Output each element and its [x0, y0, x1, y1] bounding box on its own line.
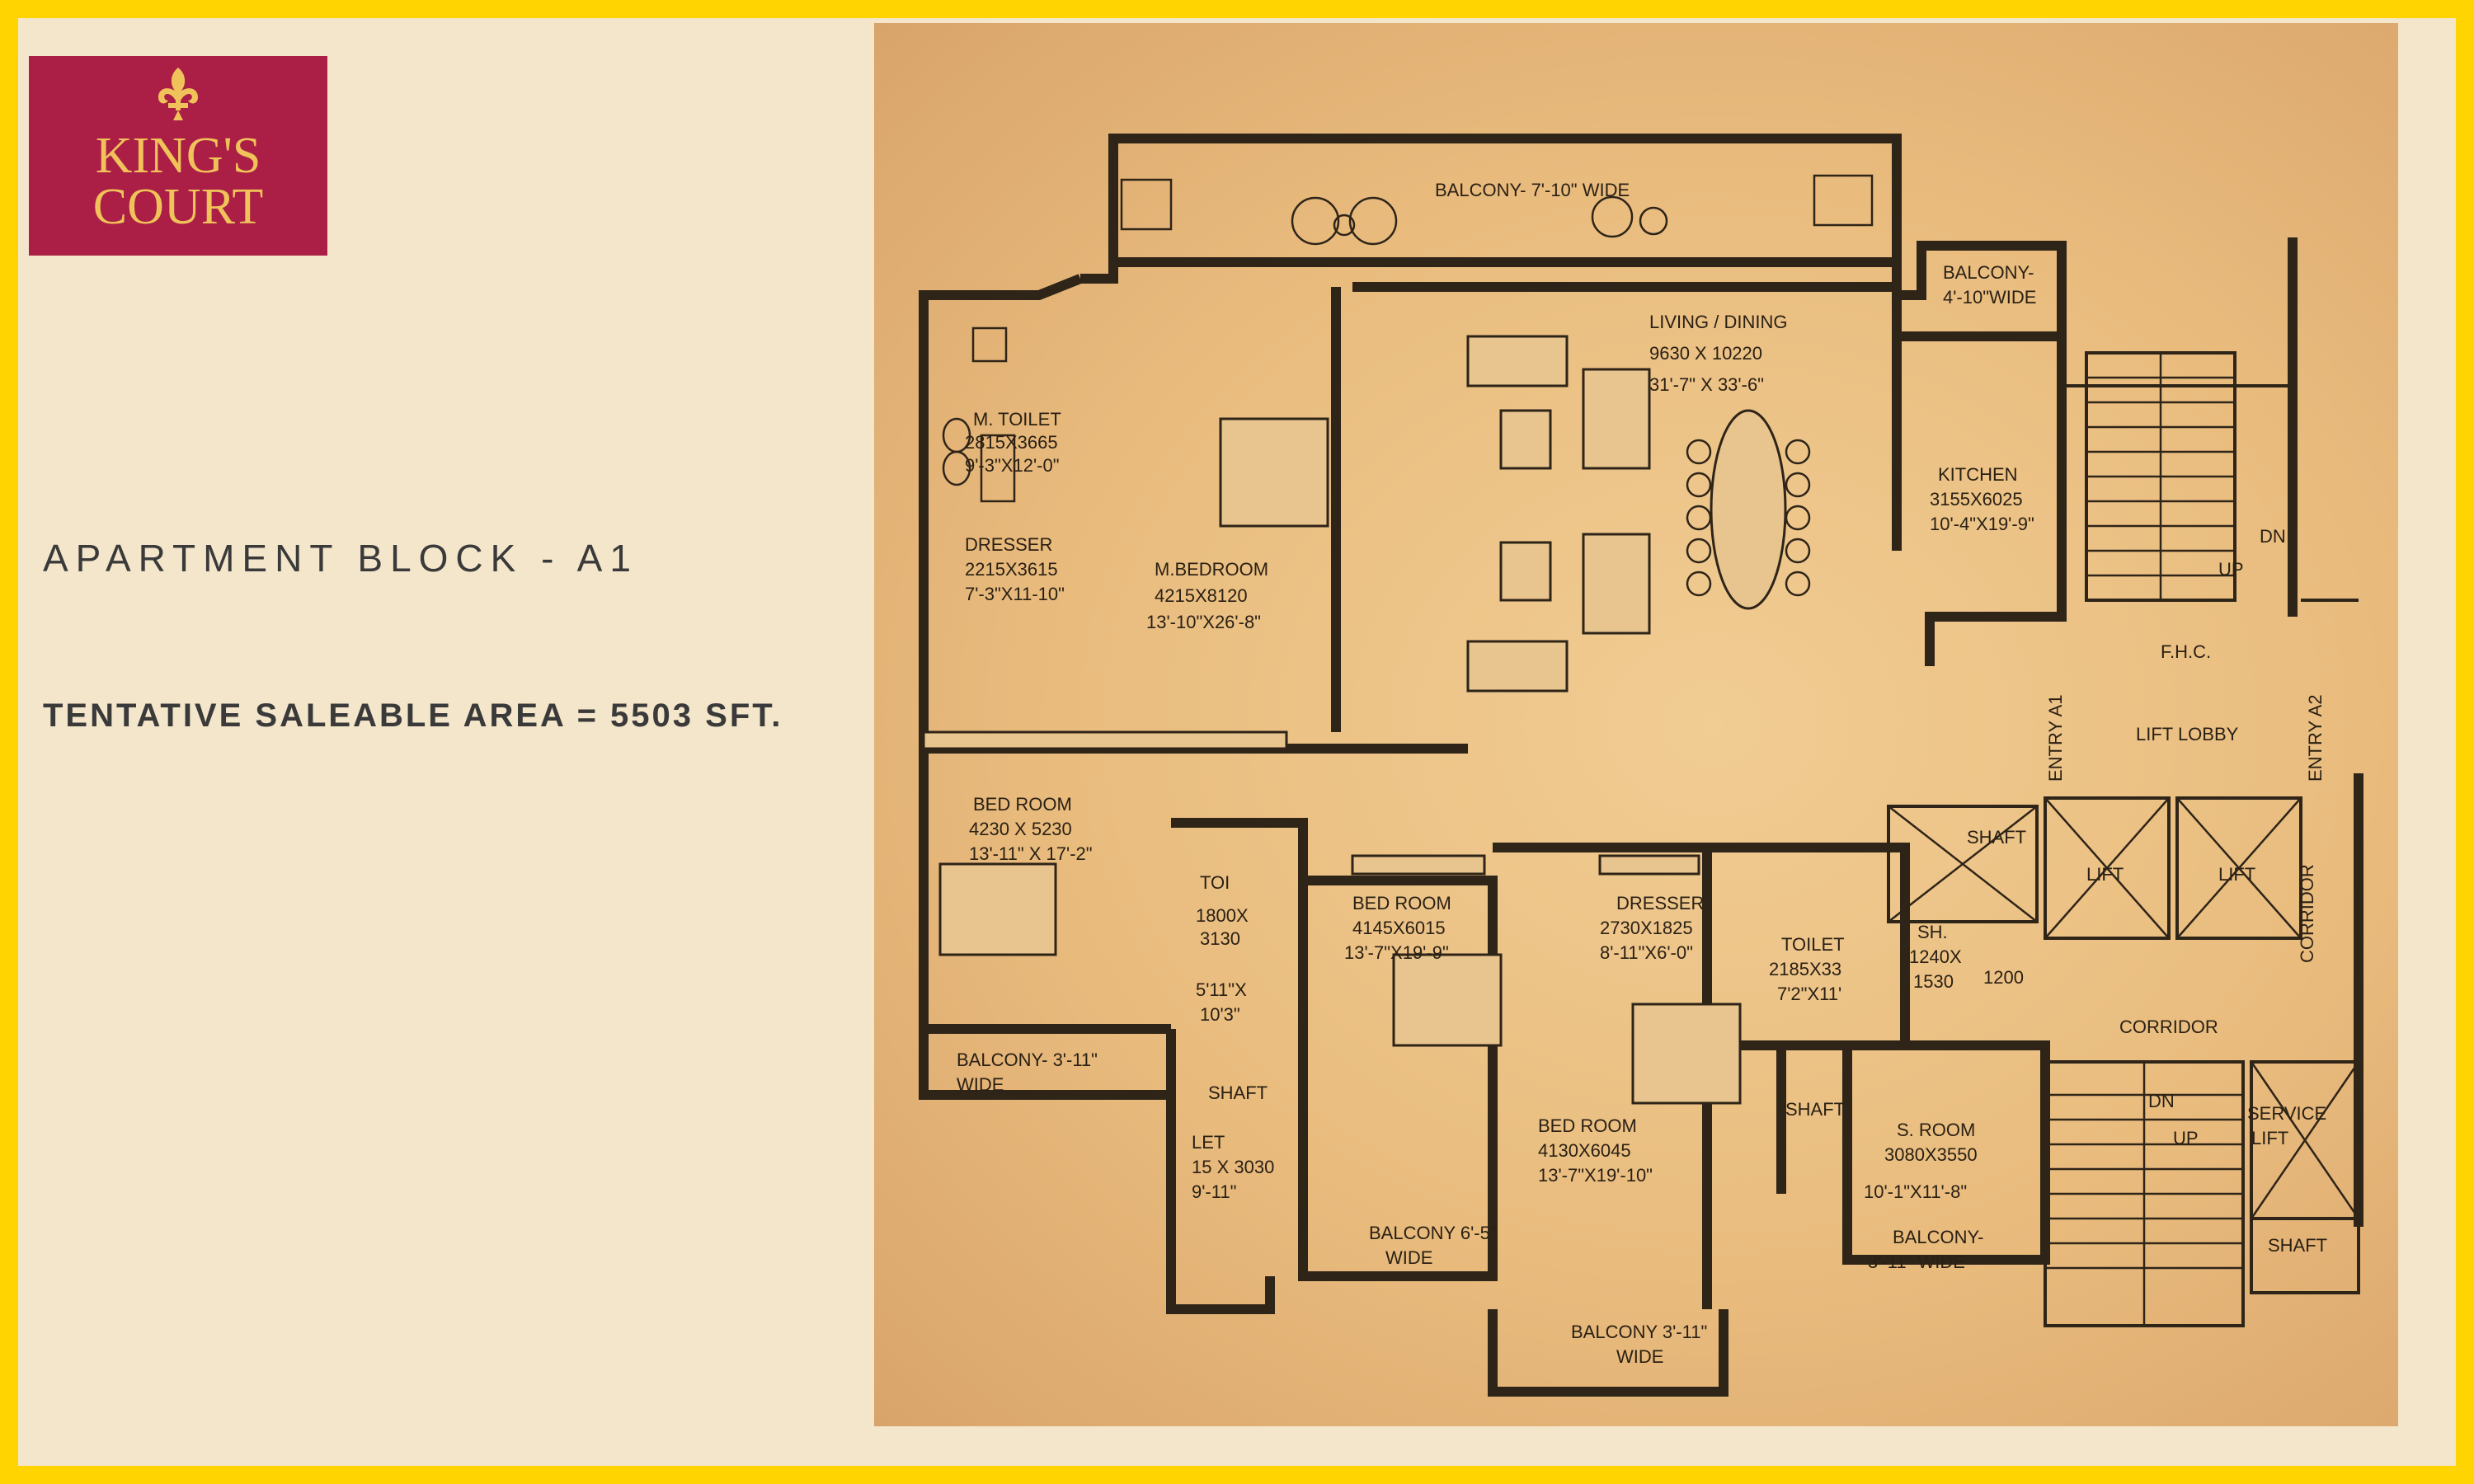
label-balcony-mid-2: WIDE — [1385, 1247, 1432, 1268]
label-toilet2-ft: 7'2"X11' — [1777, 984, 1841, 1004]
label-toilet1-ft2: 10'3" — [1200, 1004, 1240, 1025]
label-dresser2-ft: 8'-11"X6'-0" — [1600, 942, 1693, 963]
label-balcony-bed1-1: BALCONY- 3'-11" — [957, 1050, 1098, 1070]
label-living-mm: 9630 X 10220 — [1649, 343, 1762, 364]
label-1200: 1200 — [1983, 967, 2024, 988]
label-toilet3-ft: 9'-11" — [1192, 1181, 1236, 1202]
label-living-ft: 31'-7" X 33'-6" — [1649, 374, 1764, 395]
label-toilet3-name: LET — [1192, 1132, 1225, 1153]
label-corridor-horizontal: CORRIDOR — [2119, 1017, 2218, 1037]
label-toilet3-mm: 15 X 3030 — [1192, 1157, 1274, 1177]
label-m-bedroom-ft: 13'-10"X26'-8" — [1146, 612, 1261, 632]
label-bedroom2-name: BED ROOM — [1352, 893, 1451, 913]
label-bedroom1-ft: 13'-11" X 17'-2" — [969, 843, 1093, 864]
label-kitchen-name: KITCHEN — [1938, 464, 2018, 485]
label-m-toilet-mm: 2815X3665 — [965, 432, 1058, 453]
logo-line1: KING'S — [95, 128, 261, 184]
label-balcony-top: BALCONY- 7'-10" WIDE — [1435, 180, 1630, 200]
label-service-lift-1: SERVICE — [2247, 1103, 2326, 1124]
label-bedroom1-name: BED ROOM — [973, 794, 1072, 815]
label-sh-mm2: 1530 — [1913, 971, 1954, 992]
label-shaft-2: SHAFT — [1208, 1082, 1268, 1103]
label-lift-lobby: LIFT LOBBY — [2136, 724, 2239, 744]
label-dresser2-name: DRESSER — [1616, 893, 1704, 913]
label-shaft-3: SHAFT — [1785, 1099, 1845, 1120]
label-lift-2: LIFT — [2218, 864, 2255, 885]
label-kitchen-ft: 10'-4"X19'-9" — [1930, 514, 2034, 534]
fleur-de-lis-icon — [158, 68, 198, 120]
label-dresser1-name: DRESSER — [965, 534, 1052, 555]
plan-furniture — [922, 174, 2360, 1326]
floor-plan-drawing: BALCONY- 7'-10" WIDE LIVING / DINING 963… — [919, 134, 2363, 1397]
floor-plan: BALCONY- 7'-10" WIDE LIVING / DINING 963… — [874, 23, 2398, 1426]
label-toilet2-name: TOILET — [1781, 934, 1845, 955]
label-s-room-mm: 3080X3550 — [1884, 1144, 1978, 1165]
label-shaft-1: SHAFT — [1967, 827, 2026, 848]
label-living-name: LIVING / DINING — [1649, 312, 1787, 332]
saleable-area: TENTATIVE SALEABLE AREA = 5503 SFT. — [43, 697, 783, 734]
label-bedroom3-mm: 4130X6045 — [1538, 1140, 1631, 1161]
label-dn-1: DN — [2260, 526, 2286, 547]
label-balcony-kitchen-2: 4'-10"WIDE — [1943, 287, 2036, 308]
label-balcony-mid-1: BALCONY 6'-5" — [1369, 1223, 1497, 1243]
logo-line2: COURT — [92, 179, 264, 235]
label-bedroom2-mm: 4145X6015 — [1352, 918, 1446, 938]
label-dresser1-mm: 2215X3615 — [965, 559, 1058, 580]
label-sh-mm1: 1240X — [1909, 946, 1962, 967]
label-toilet1-mm1: 1800X — [1196, 905, 1249, 926]
label-bedroom3-name: BED ROOM — [1538, 1115, 1637, 1136]
kings-court-logo: KING'S COURT — [29, 56, 327, 256]
label-up-1: UP — [2218, 559, 2244, 580]
label-balcony-kitchen-1: BALCONY- — [1943, 262, 2034, 283]
label-dresser1-ft: 7'-3"X11-10" — [965, 584, 1065, 604]
label-lift-1: LIFT — [2086, 864, 2124, 885]
label-balcony-bottom-2: WIDE — [1616, 1346, 1663, 1367]
label-m-bedroom-name: M.BEDROOM — [1155, 559, 1268, 580]
page-title: APARTMENT BLOCK - A1 — [43, 537, 638, 580]
label-bedroom3-ft: 13'-7"X19'-10" — [1538, 1165, 1653, 1186]
label-entry-a1: ENTRY A1 — [2045, 694, 2066, 782]
label-up-2: UP — [2173, 1128, 2199, 1148]
label-m-toilet-ft: 9'-3"X12'-0" — [965, 455, 1060, 476]
label-s-room-ft: 10'-1"X11'-8" — [1864, 1181, 1967, 1202]
label-toilet1-mm2: 3130 — [1200, 928, 1240, 949]
label-m-toilet-name: M. TOILET — [973, 409, 1061, 430]
label-m-bedroom-mm: 4215X8120 — [1155, 585, 1248, 606]
label-s-room-name: S. ROOM — [1897, 1120, 1975, 1140]
label-corridor-vertical: CORRIDOR — [2297, 864, 2317, 963]
label-toilet2-mm: 2185X33 — [1769, 959, 1841, 979]
label-dresser2-mm: 2730X1825 — [1600, 918, 1693, 938]
label-bedroom1-mm: 4230 X 5230 — [969, 819, 1072, 839]
label-entry-a2: ENTRY A2 — [2305, 694, 2326, 782]
label-sh-name: SH. — [1917, 922, 1948, 942]
label-kitchen-mm: 3155X6025 — [1930, 489, 2023, 510]
label-dn-2: DN — [2148, 1091, 2175, 1111]
label-balcony-sroom-1: BALCONY- — [1893, 1227, 1983, 1247]
label-toilet1-ft1: 5'11"X — [1196, 979, 1247, 1000]
label-balcony-bottom-1: BALCONY 3'-11" — [1571, 1322, 1707, 1342]
label-shaft-4: SHAFT — [2268, 1235, 2327, 1256]
label-fhc: F.H.C. — [2161, 641, 2211, 662]
label-balcony-bed1-2: WIDE — [957, 1074, 1004, 1095]
label-bedroom2-ft: 13'-7"X19'-9" — [1344, 942, 1449, 963]
label-balcony-sroom-2: 3'-11" WIDE — [1868, 1252, 1965, 1272]
label-toilet1-name: TOI — [1200, 872, 1230, 893]
label-service-lift-2: LIFT — [2251, 1128, 2288, 1148]
plan-labels: BALCONY- 7'-10" WIDE LIVING / DINING 963… — [957, 180, 2327, 1367]
